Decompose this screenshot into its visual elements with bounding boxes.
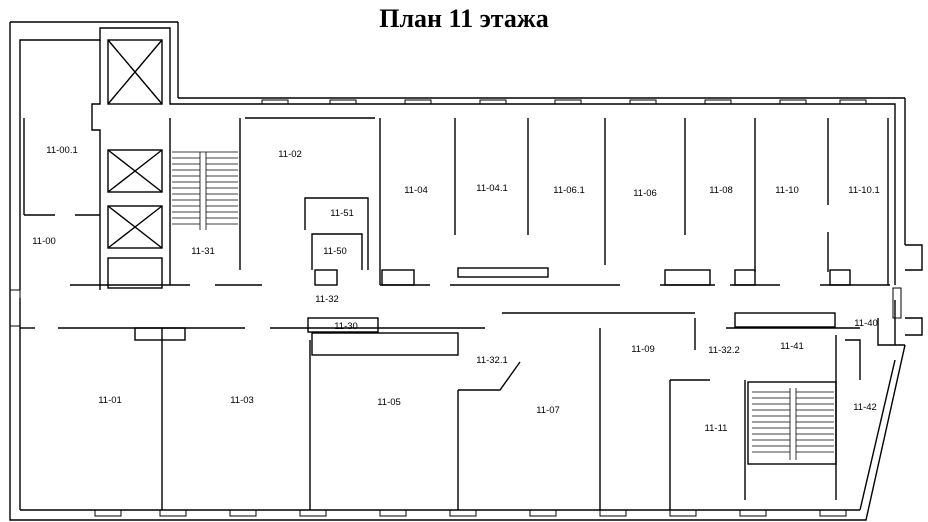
room-label: 11-40 — [854, 318, 878, 329]
room-label: 11-02 — [278, 149, 302, 160]
room-label: 11-03 — [230, 395, 254, 406]
room-label: 11-51 — [330, 208, 354, 219]
room-label: 11-04 — [404, 185, 428, 196]
room-label: 11-11 — [705, 423, 728, 434]
room-label: 11-32.1 — [476, 355, 508, 366]
room-label: 11-05 — [377, 397, 401, 408]
room-label: 11-04.1 — [476, 183, 508, 194]
room-labels: 11-00.1 11-00 11-31 11-02 11-51 11-50 11… — [32, 145, 880, 434]
room-label: 11-06 — [633, 188, 657, 199]
room-label: 11-09 — [631, 344, 655, 355]
room-label: 11-01 — [98, 395, 122, 406]
room-label: 11-06.1 — [553, 185, 585, 196]
room-label: 11-42 — [853, 402, 877, 413]
room-label: 11-10 — [775, 185, 799, 196]
room-label: 11-00 — [32, 236, 56, 247]
room-label: 11-32.2 — [708, 345, 740, 356]
room-label: 11-00.1 — [46, 145, 78, 156]
walls — [9, 21, 923, 521]
room-label: 11-08 — [709, 185, 733, 196]
plan-title: План 11 этажа — [379, 4, 549, 33]
room-label: 11-30 — [334, 321, 358, 332]
room-label: 11-31 — [191, 246, 215, 257]
room-label: 11-07 — [536, 405, 560, 416]
room-label: 11-41 — [780, 341, 804, 352]
room-label: 11-50 — [323, 246, 347, 257]
room-label: 11-32 — [315, 294, 339, 305]
room-label: 11-10.1 — [848, 185, 880, 196]
